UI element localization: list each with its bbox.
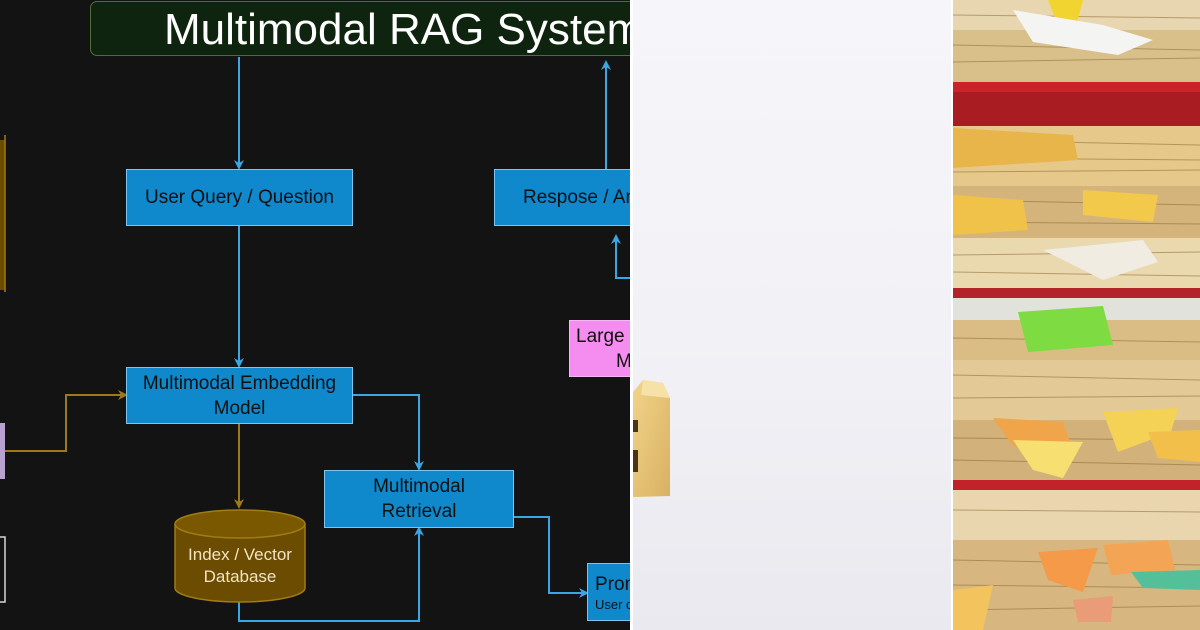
paper-stack-image — [953, 0, 1200, 630]
retrieval-label-line2: Retrieval — [381, 501, 457, 522]
retrieval-label-line1: Multimodal — [373, 476, 465, 497]
paper-stack-photo-panel — [953, 0, 1200, 630]
wooden-block-image — [633, 380, 670, 497]
diagram-connectors — [0, 57, 630, 622]
arrow-llm-to-response — [611, 234, 630, 279]
left-cropped-box — [0, 536, 6, 603]
llm-label-line2: Mo — [616, 350, 630, 372]
embedding-model-label-line2: Model — [213, 397, 266, 419]
prompt-node: Prom User q — [587, 563, 630, 621]
multimodal-retrieval-node: Multimodal Retrieval — [324, 470, 514, 528]
vector-database-label-line2: Database — [203, 567, 277, 586]
response-node: Respose / Answer — [494, 169, 630, 226]
llm-label-line1: Large — [576, 325, 625, 347]
left-cropped-node — [0, 423, 5, 479]
user-query-label: User Query / Question — [144, 187, 335, 208]
embedding-model-node: Multimodal Embedding Model — [126, 367, 353, 424]
arrow-database-to-retrieval — [238, 526, 424, 622]
white-photo-panel — [633, 0, 951, 630]
left-cropped-database — [0, 135, 6, 292]
user-query-node: User Query / Question — [126, 169, 353, 226]
vector-database-label: Index / Vector Database — [175, 544, 305, 588]
rag-diagram-panel: Multimodal RAG System — [0, 0, 630, 630]
vector-database-cylinder — [174, 509, 306, 603]
diagram-title: Multimodal RAG System — [90, 1, 630, 56]
arrow-retrieval-to-prompt — [513, 516, 589, 598]
prompt-label-line1: Prom — [595, 573, 630, 595]
vector-database-label-line1: Index / Vector — [188, 545, 292, 564]
arrow-input-to-embedding — [5, 390, 128, 452]
response-label: Respose / Answer — [523, 187, 630, 208]
sticky-tabs — [953, 0, 1200, 630]
llm-node: Large Mo — [569, 320, 630, 377]
arrow-embedding-to-retrieval — [352, 394, 424, 471]
embedding-model-label-line1: Multimodal Embedding — [142, 372, 337, 394]
prompt-label-line2: User q — [595, 596, 630, 612]
